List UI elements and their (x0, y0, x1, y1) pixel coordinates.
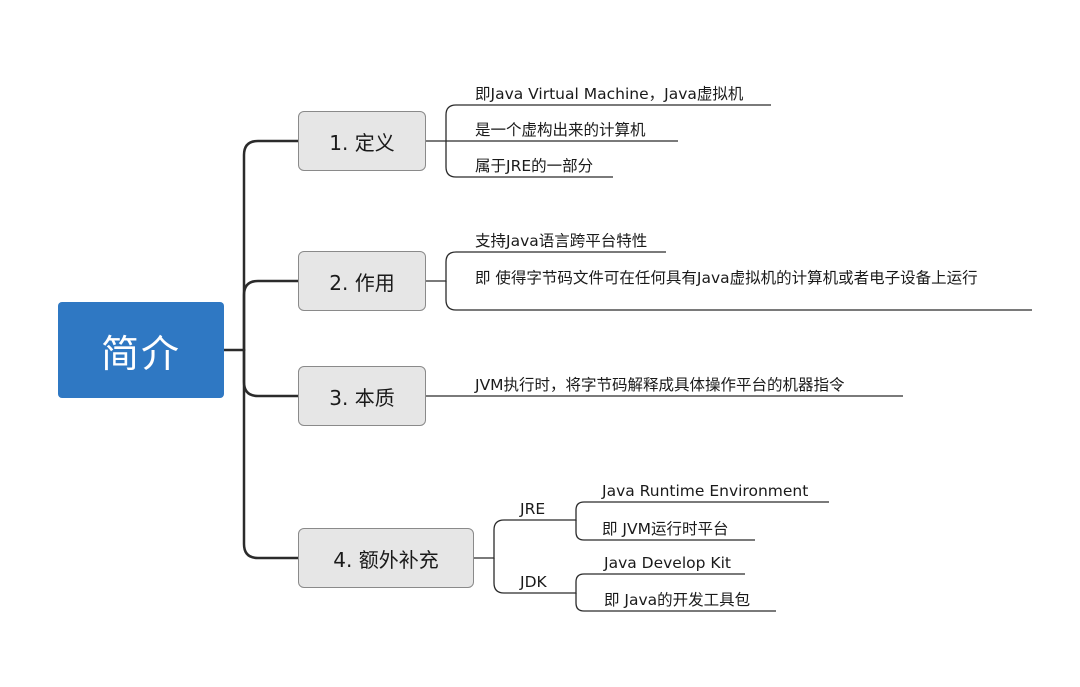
leaf-jdk-1: Java Develop Kit (604, 554, 731, 572)
branch-definition[interactable]: 1. 定义 (298, 111, 426, 171)
connector-branch-3 (242, 348, 300, 398)
sub-node-jre[interactable]: JRE (520, 500, 546, 518)
leaf-essence-1: JVM执行时，将字节码解释成具体操作平台的机器指令 (475, 376, 845, 394)
branch-essence[interactable]: 3. 本质 (298, 366, 426, 426)
connector-leaf-1-1 (426, 104, 771, 142)
connector-leaf-jre-1 (558, 501, 829, 521)
sub-node-jdk[interactable]: JDK (520, 573, 547, 591)
leaf-function-1: 支持Java语言跨平台特性 (475, 232, 648, 250)
connector-leaf-2-2 (445, 281, 1032, 311)
connector-leaf-jdk-1 (558, 573, 745, 594)
branch-label: 3. 本质 (329, 385, 395, 410)
connector-branch-4 (242, 348, 300, 560)
leaf-jdk-2: 即 Java的开发工具包 (604, 591, 751, 609)
connector-leaf-1-3 (445, 141, 613, 178)
branch-extra[interactable]: 4. 额外补充 (298, 528, 474, 588)
leaf-jre-2: 即 JVM运行时平台 (602, 520, 729, 538)
leaf-jre-1: Java Runtime Environment (602, 482, 809, 500)
connector-sub-jdk (493, 558, 558, 594)
leaf-definition-2: 是一个虚构出来的计算机 (475, 121, 646, 139)
root-node[interactable]: 简介 (58, 302, 224, 398)
connector-leaf-jdk-2 (575, 593, 776, 612)
connector-leaf-jre-2 (575, 520, 755, 541)
branch-label: 4. 额外补充 (333, 547, 439, 572)
connector-branch-1 (242, 139, 300, 352)
connector-leaf-2-1 (426, 251, 666, 282)
leaf-definition-3: 属于JRE的一部分 (475, 157, 594, 175)
branch-function[interactable]: 2. 作用 (298, 251, 426, 311)
connector-branch-2 (242, 279, 300, 352)
leaf-function-2: 即 使得字节码文件可在任何具有Java虚拟机的计算机或者电子设备上运行 (475, 269, 978, 287)
branch-label: 2. 作用 (329, 270, 395, 295)
branch-label: 1. 定义 (329, 130, 395, 155)
connector-sub-jre (474, 519, 558, 559)
root-label: 简介 (100, 331, 181, 376)
leaf-definition-1: 即Java Virtual Machine，Java虚拟机 (475, 85, 744, 103)
